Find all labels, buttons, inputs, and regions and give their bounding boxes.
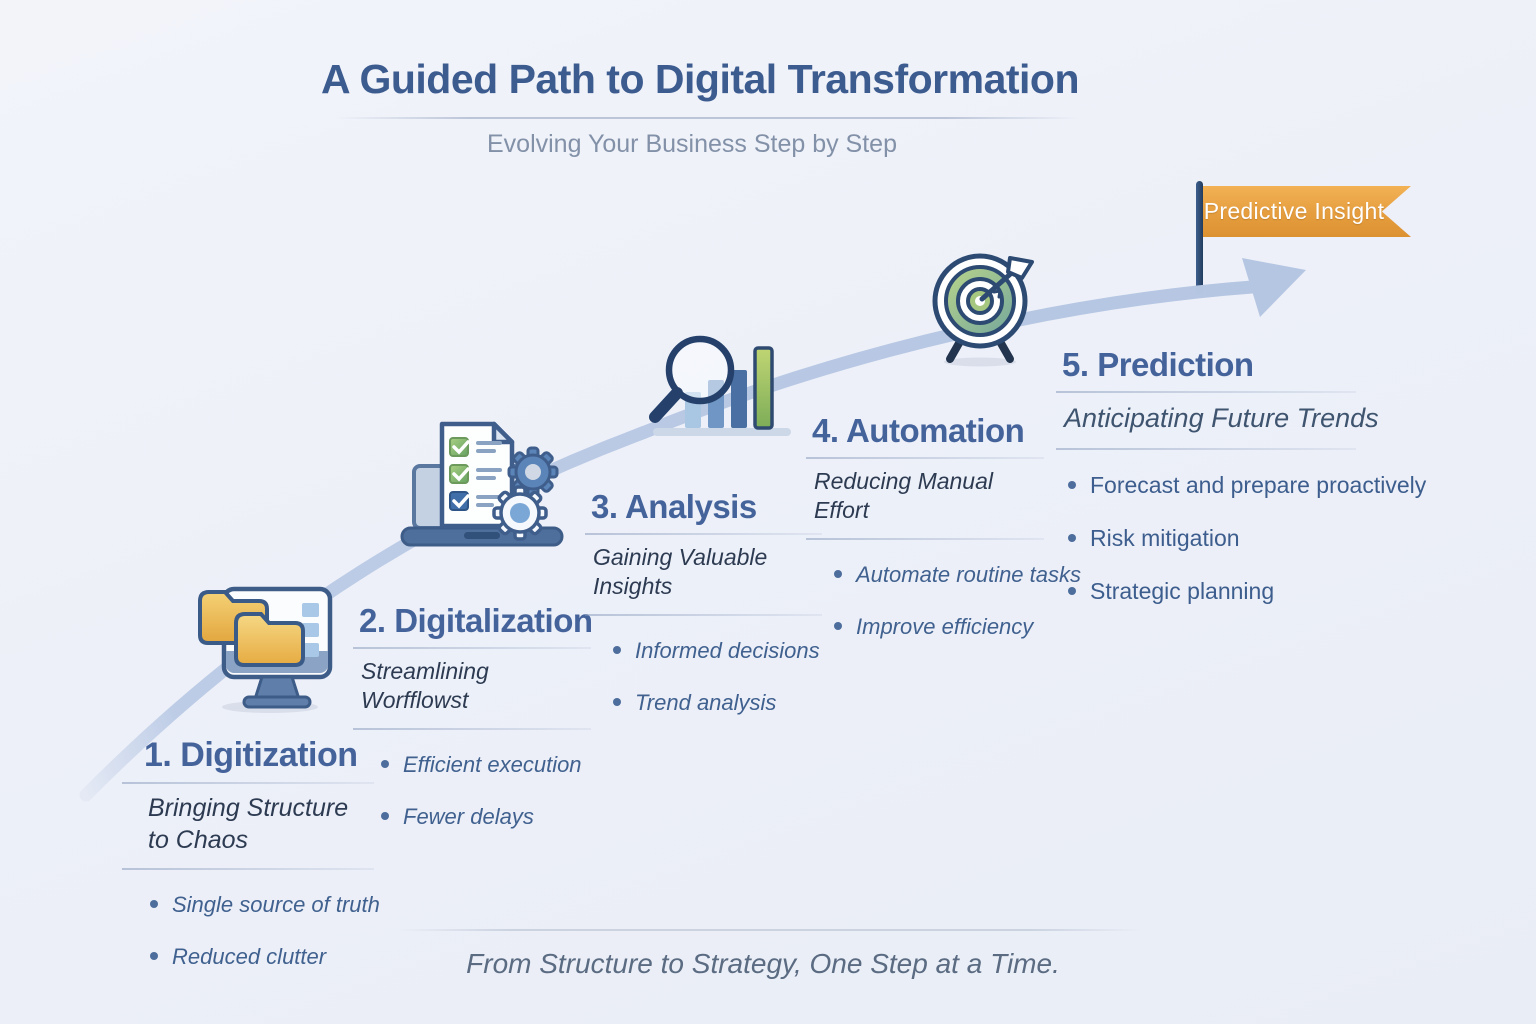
bullet-text: Automate routine tasks [856,561,1082,587]
bullet-dot-icon [1068,533,1076,542]
bullet-list: Informed decisions Trend analysis [585,638,822,716]
divider [122,868,374,870]
page-subtitle: Evolving Your Business Step by Step [487,130,897,158]
bullet-text: Reduced clutter [172,944,327,969]
step-block-automation: 4. Automation Reducing Manual Effort Aut… [806,412,1081,666]
bullet-item: Forecast and prepare proactively [1068,472,1426,499]
gear-icon [492,485,548,541]
bullet-list: Efficient execution Fewer delays [353,752,591,830]
bullet-dot-icon [834,621,842,630]
step-tagline: Anticipating Future Trends [1064,403,1379,433]
bullet-list: Single source of truth Reduced clutter [122,892,380,970]
step-block-prediction: 5. Prediction Anticipating Future Trends… [1056,346,1426,631]
flag-label: Predictive Insight [1203,198,1385,224]
bullet-text: Informed decisions [635,637,820,663]
divider [122,782,374,784]
bullet-dot-icon [613,645,621,654]
step-heading: 4. Automation [812,412,1025,449]
divider [806,457,1044,459]
bullet-text: Risk mitigation [1090,524,1240,551]
bullet-item: Trend analysis [613,690,822,716]
laptop-checklist-gears-icon [400,421,564,547]
flag-banner-icon: Predictive Insight [1203,186,1411,237]
bar-chart-icon [653,346,791,436]
footer-divider [398,929,1142,931]
step-block-digitization: 1. Digitization Bringing Structure to Ch… [122,736,380,996]
step-block-digitalization: 2. Digitalization Streamlining Worfflows… [353,602,593,856]
bullet-dot-icon [150,900,158,908]
bullet-dot-icon [381,759,389,768]
footer-tagline: From Structure to Strategy, One Step at … [466,948,1060,979]
checklist-document-icon [439,421,515,529]
bullet-text: Improve efficiency [856,613,1034,639]
step-tagline: Bringing Structure to Chaos [148,794,349,854]
target-dart-icon [932,253,1034,367]
divider [585,613,822,616]
divider [1056,391,1356,393]
step-heading: 5. Prediction [1062,346,1254,383]
bullet-text: Trend analysis [635,689,777,715]
bullet-list: Forecast and prepare proactively Risk mi… [1056,472,1426,605]
dart-icon [979,256,1034,302]
bullet-item: Fewer delays [381,804,591,830]
bullet-text: Efficient execution [403,751,582,777]
folder-icon [198,590,305,667]
bullet-text: Single source of truth [172,892,380,917]
step-block-analysis: 3. Analysis Gaining Valuable Insights In… [585,488,822,742]
divider [585,533,822,535]
bullet-text: Strategic planning [1090,577,1275,604]
bullet-dot-icon [150,952,158,960]
magnifier-icon [649,335,735,423]
step-tagline: Reducing Manual Effort [814,468,994,524]
bullet-item: Improve efficiency [834,614,1044,640]
desktop-folders-icon [198,586,333,713]
bullet-dot-icon [1068,480,1076,489]
step-heading: 2. Digitalization [359,602,593,639]
divider [353,647,591,649]
divider [806,537,1044,540]
bullet-text: Forecast and prepare proactively [1090,471,1427,498]
bullet-item: Informed decisions [613,638,822,664]
divider [1056,447,1356,450]
bullet-dot-icon [1068,586,1076,595]
bullet-dot-icon [381,811,389,820]
magnifier-bar-chart-icon [649,335,791,436]
bullet-text: Fewer delays [403,803,534,829]
step-heading: 1. Digitization [144,736,358,774]
step-heading: 3. Analysis [591,488,757,525]
page-title: A Guided Path to Digital Transformation [320,56,1080,102]
bullet-dot-icon [613,697,621,706]
gear-icon [507,446,559,498]
title-divider [335,117,1080,119]
bullet-list: Automate routine tasks Improve efficienc… [806,562,1081,640]
bullet-item: Efficient execution [381,752,591,778]
bullet-dot-icon [834,569,842,578]
arrowhead-icon [1242,258,1306,317]
bullet-item: Strategic planning [1068,578,1356,605]
bullet-item: Automate routine tasks [834,562,1081,588]
bullet-item: Single source of truth [150,892,380,918]
flag-pole [1196,181,1203,295]
step-tagline: Gaining Valuable Insights [593,544,768,600]
step-tagline: Streamlining Worfflowst [361,658,489,714]
bullet-item: Risk mitigation [1068,525,1356,552]
divider [353,727,591,730]
bullet-item: Reduced clutter [150,944,374,970]
